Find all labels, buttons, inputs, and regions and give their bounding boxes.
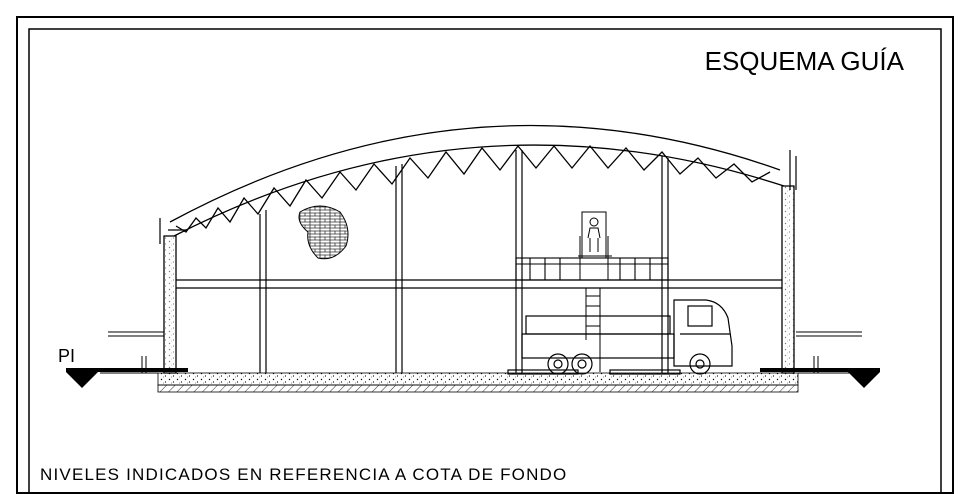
main-beam — [176, 279, 782, 289]
level-marker-right-icon — [760, 368, 880, 388]
inner-frame — [28, 28, 942, 494]
sheet-title: ESQUEMA GUÍA — [705, 46, 905, 76]
truck-icon — [507, 299, 733, 375]
right-wall — [781, 150, 797, 374]
mezzanine-platform-icon — [515, 257, 669, 281]
ground-section — [100, 372, 860, 393]
interior-columns — [259, 150, 669, 373]
staircase-icon — [578, 211, 612, 372]
human-figure-icon — [587, 217, 601, 252]
left-wall — [159, 218, 186, 374]
truss-roof-icon — [169, 124, 785, 237]
brick-wall-patch-icon — [298, 205, 349, 260]
footer-note: NIVELES INDICADOS EN REFERENCIA A COTA D… — [40, 465, 567, 484]
level-label: PI — [58, 346, 75, 366]
outer-frame — [16, 16, 954, 494]
exterior-lines — [108, 331, 862, 373]
